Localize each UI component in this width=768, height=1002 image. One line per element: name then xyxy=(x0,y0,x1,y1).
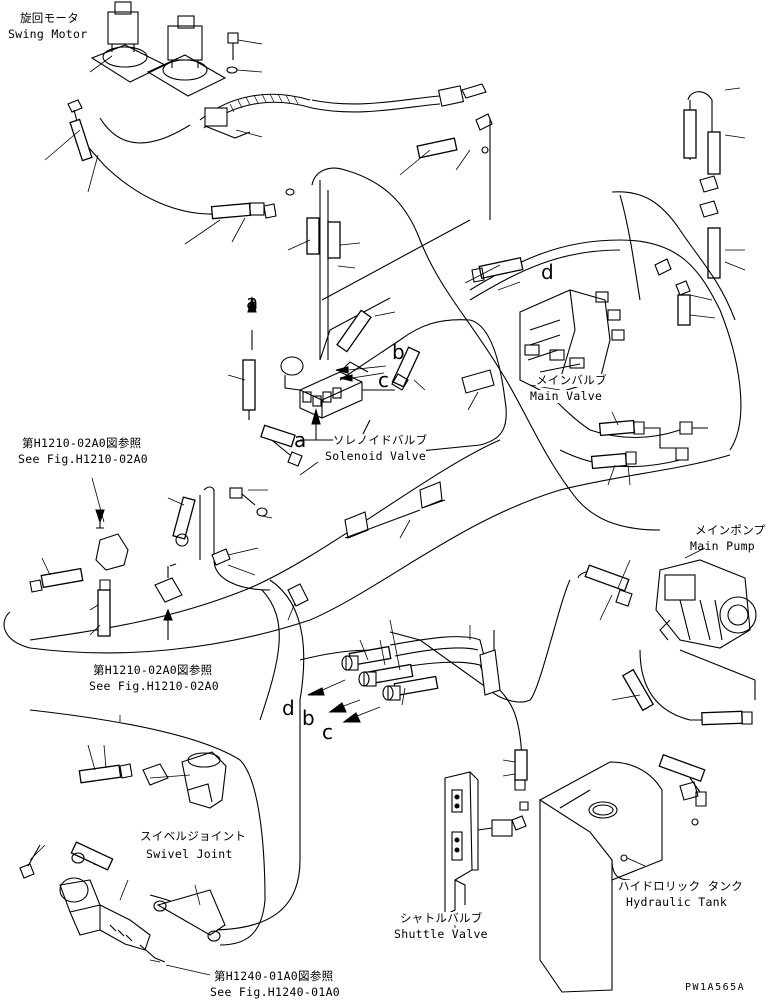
shuttle-valve xyxy=(444,771,529,916)
bottom-left-assembly xyxy=(19,841,226,963)
solenoid-valve-label-en: Solenoid Valve xyxy=(325,449,427,463)
swivel-joint-label-en: Swivel Joint xyxy=(146,847,233,861)
left-fittings-group xyxy=(29,477,273,640)
shuttle-valve-label-en: Shuttle Valve xyxy=(394,927,488,941)
main-valve-label-en: Main Valve xyxy=(530,389,603,403)
center-vertical-pipes xyxy=(287,167,661,531)
solenoid-valve xyxy=(280,356,395,419)
swivel-joint xyxy=(78,744,227,809)
fitting-group-a xyxy=(184,188,295,245)
reference-h1240-en: See Fig.H1240-01A0 xyxy=(210,985,341,999)
right-side-hoses xyxy=(654,87,746,326)
main-pump xyxy=(655,559,757,649)
reference-h1210-top-jp: 第H1210-02A0図参照 xyxy=(22,436,142,450)
reference-h1240-jp: 第H1240-01A0図参照 xyxy=(214,969,334,983)
swing-motor xyxy=(90,1,227,97)
swing-motor-left-hose xyxy=(44,55,216,215)
hydraulic-tank xyxy=(539,754,707,993)
main-valve-lower-hoses xyxy=(590,411,708,486)
connection-letter-a-bottom: a xyxy=(294,428,307,452)
lower-center-hoses xyxy=(299,619,528,791)
swivel-joint-label-jp: スイベルジョイント xyxy=(140,829,247,843)
hydraulic-tank-label-en: Hydraulic Tank xyxy=(626,895,728,909)
drawing-code: PW1A565A xyxy=(685,982,746,993)
connection-letter-a-top: a xyxy=(246,290,259,314)
swing-motor-hose xyxy=(199,83,487,129)
main-pump-hoses xyxy=(389,559,756,726)
reference-h1210-mid-en: See Fig.H1210-02A0 xyxy=(89,679,220,693)
hose-clamp-top xyxy=(204,107,263,139)
main-valve xyxy=(519,289,625,396)
connection-letter-b-low: b xyxy=(302,706,315,730)
main-pump-label-jp: メインポンプ xyxy=(695,523,766,537)
main-valve-hose-loops xyxy=(469,191,742,468)
hydraulic-tank-label-jp: ハイドロリック タンク xyxy=(618,879,743,893)
swing-motor-label-jp: 旋回モータ xyxy=(20,11,79,25)
connection-letter-c-low: c xyxy=(322,720,333,744)
solenoid-valve-label-jp: ソレノイドバルブ xyxy=(333,433,428,447)
bolt-and-washer xyxy=(226,32,263,74)
main-pump-label-en: Main Pump xyxy=(690,539,756,553)
connection-letter-d-mid: d xyxy=(541,260,554,284)
swing-motor-label-en: Swing Motor xyxy=(8,27,88,41)
shuttle-valve-label-jp: シャトルバルブ xyxy=(400,911,483,925)
connection-letter-d-low: d xyxy=(282,696,295,720)
top-right-fittings xyxy=(321,113,493,301)
connection-letter-c-mid: c xyxy=(378,368,389,392)
reference-h1210-top-en: See Fig.H1210-02A0 xyxy=(18,452,149,466)
reference-h1210-mid-jp: 第H1210-02A0図参照 xyxy=(93,663,213,677)
connection-letter-b-mid: b xyxy=(392,340,405,364)
pipe-clamps-mid xyxy=(211,481,446,621)
main-valve-label-jp: メインバルブ xyxy=(536,373,607,387)
mid-clamp xyxy=(461,369,495,411)
main-valve-inlet-hoses xyxy=(464,256,524,291)
